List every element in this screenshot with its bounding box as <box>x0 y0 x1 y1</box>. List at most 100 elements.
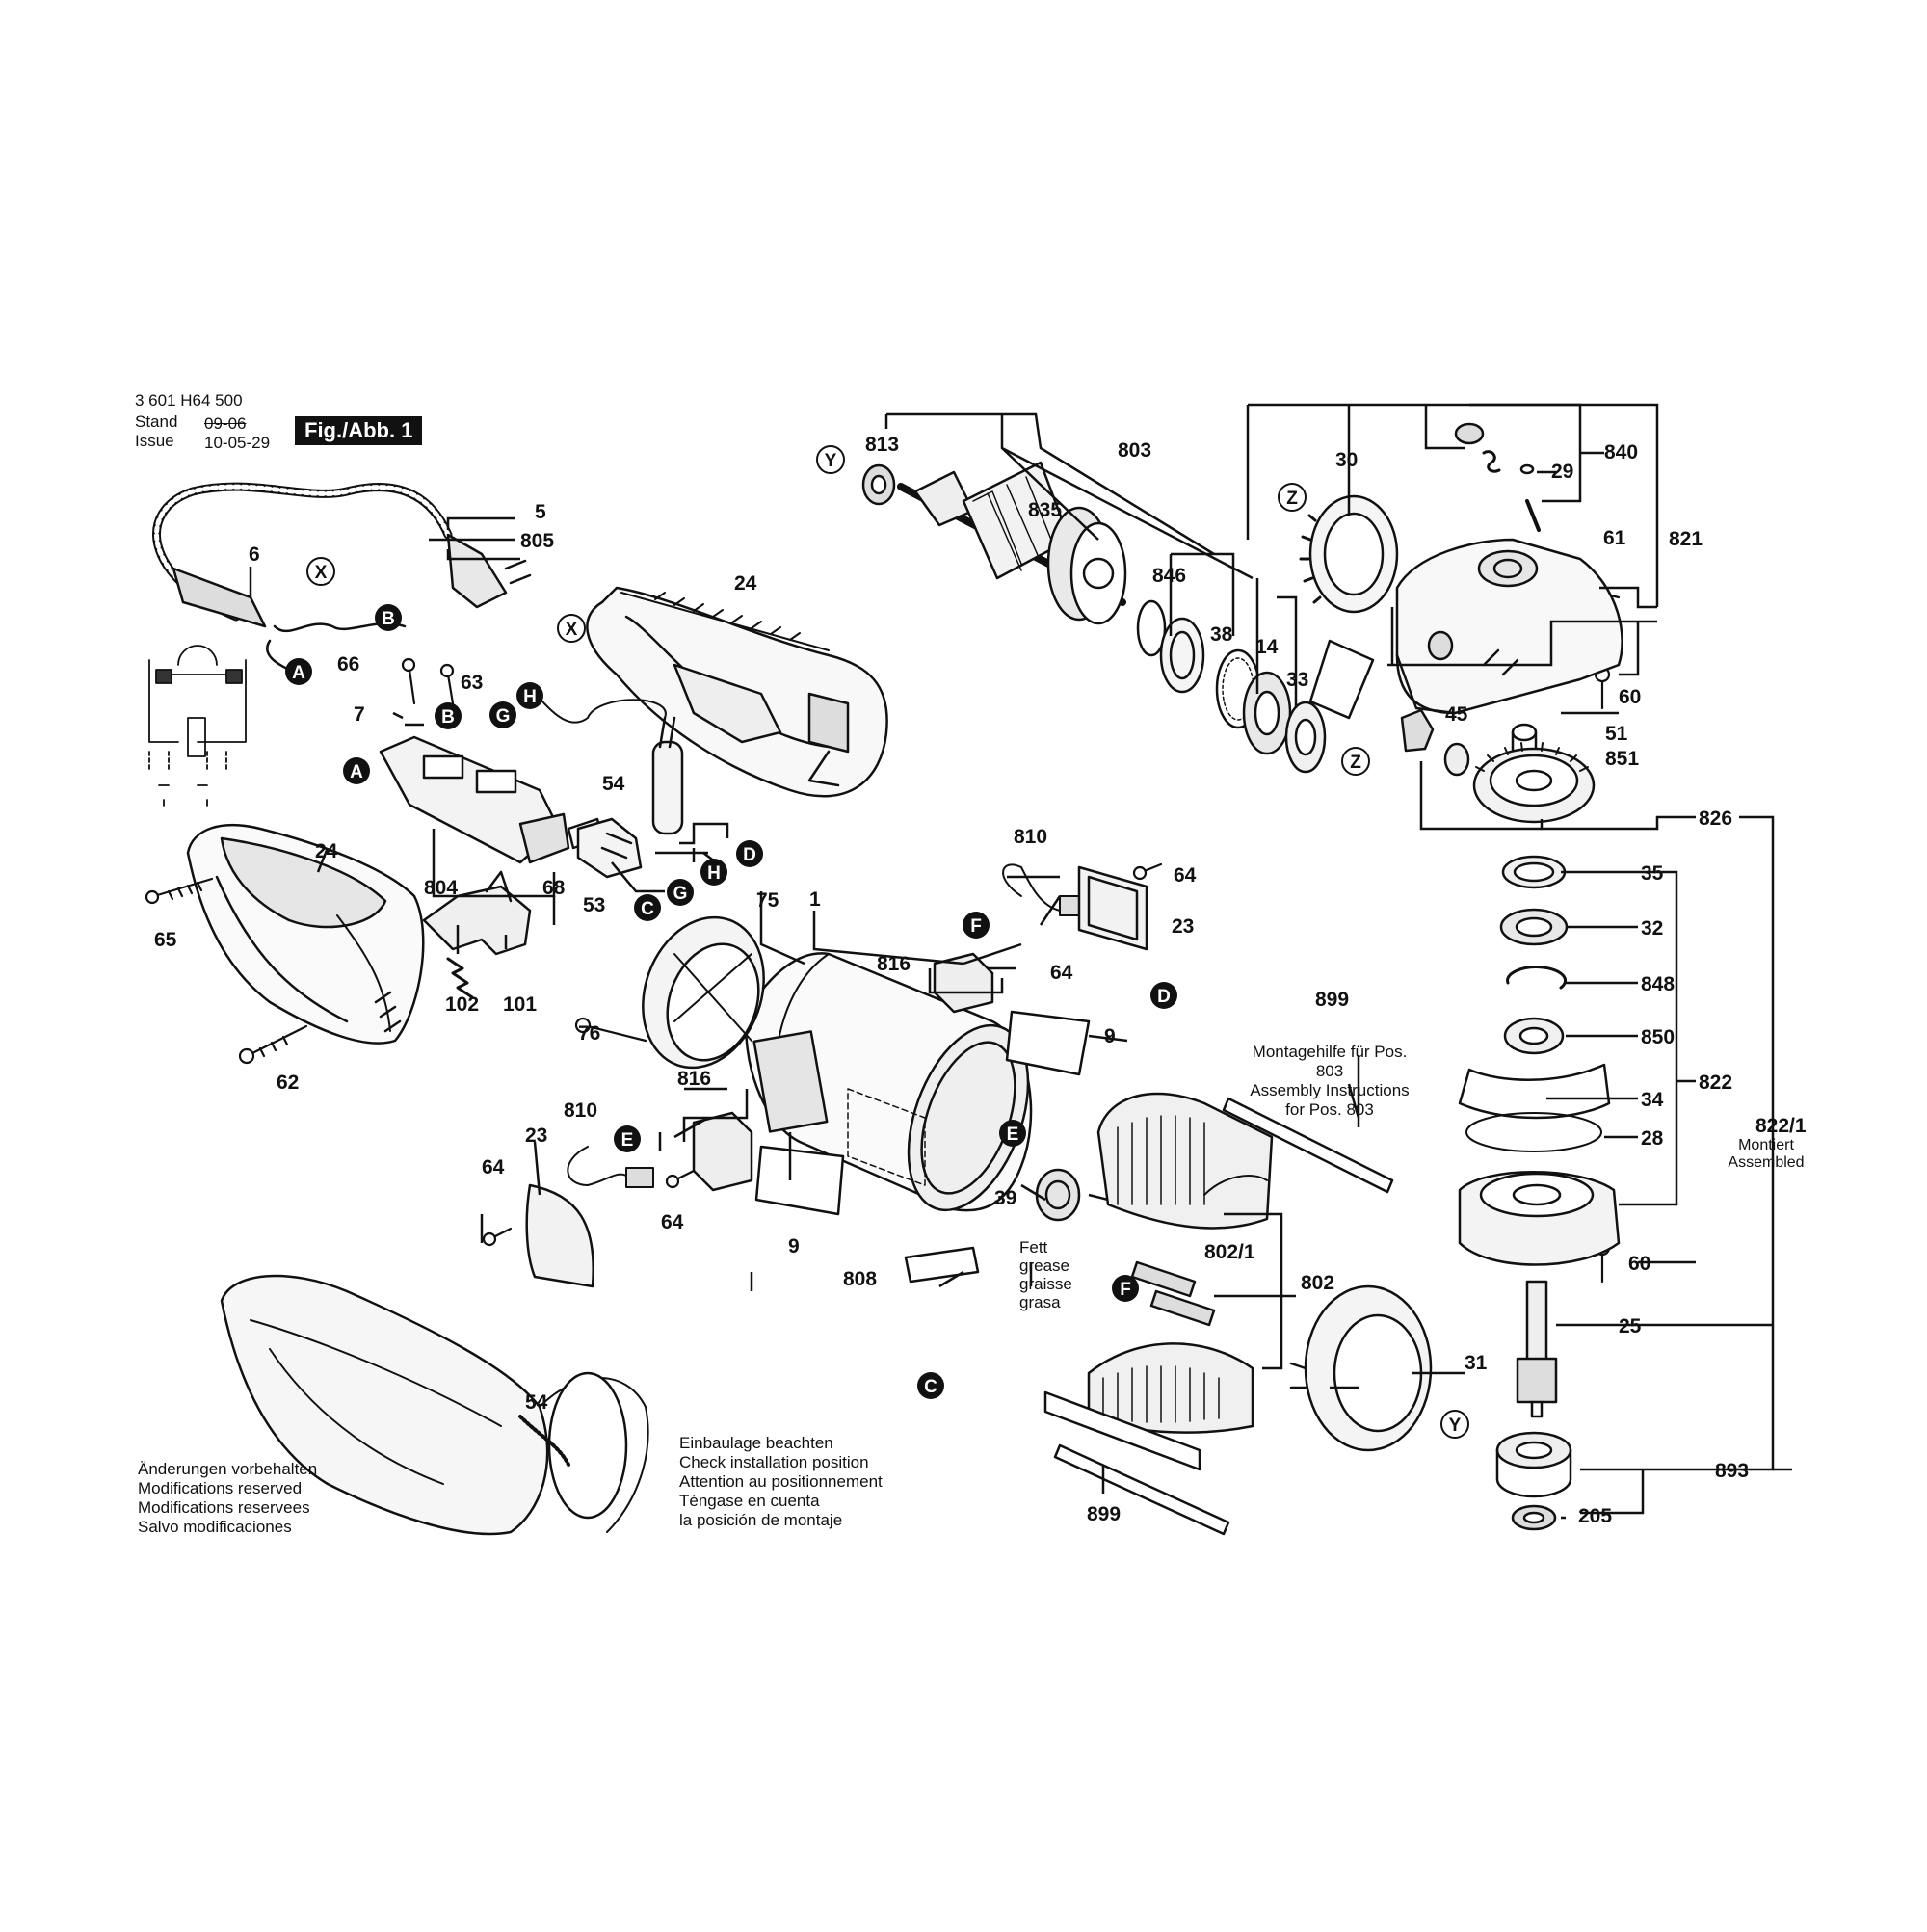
part-label: 810 <box>564 1099 597 1122</box>
part-label: 822 <box>1699 1072 1732 1094</box>
part-label: 30 <box>1335 449 1358 471</box>
needle-bearing <box>1035 1168 1081 1222</box>
air-guide-ring <box>642 915 765 1070</box>
part-label: 31 <box>1465 1352 1488 1374</box>
svg-text:A: A <box>350 762 363 782</box>
gear-housing <box>1395 538 1623 715</box>
svg-text:X: X <box>315 563 328 583</box>
assembly-note: Montagehilfe für Pos. 803 Assembly Instr… <box>1238 1043 1421 1120</box>
part-label: 846 <box>1152 565 1186 587</box>
modifications-note: Änderungen vorbehalten Modifications res… <box>138 1460 317 1537</box>
note-line: graisse <box>1019 1275 1072 1293</box>
part-label: 810 <box>1014 826 1047 848</box>
part-label: 1 <box>809 888 821 911</box>
part-label: 34 <box>1641 1089 1664 1111</box>
part-label: 848 <box>1641 973 1675 995</box>
brush-holder-lower <box>692 1111 753 1192</box>
connector-C-lower: C <box>634 894 661 921</box>
washer-205 <box>1511 1504 1557 1531</box>
part-label: 75 <box>756 889 779 912</box>
carbon-brush-upper <box>1002 863 1088 916</box>
connector-D-field: D <box>1150 982 1177 1009</box>
note-line: Montiert <box>1738 1137 1794 1153</box>
power-cord <box>152 482 532 672</box>
part-label: 6 <box>249 543 260 566</box>
bevel-gear-pinion <box>1299 494 1399 614</box>
clamping-nut-893 <box>1495 1431 1572 1498</box>
connector-C-field: C <box>917 1372 944 1399</box>
part-label: 840 <box>1604 441 1638 463</box>
svg-text:D: D <box>743 845 756 865</box>
connector-E-field: E <box>999 1120 1026 1147</box>
svg-text:C: C <box>924 1377 937 1397</box>
part-label: 63 <box>461 672 483 694</box>
part-label: 23 <box>525 1125 547 1147</box>
connector-B-switch: B <box>435 702 462 729</box>
part-label: 60 <box>1628 1253 1650 1275</box>
part-label: 62 <box>277 1072 299 1094</box>
part-label: 25 <box>1619 1315 1642 1337</box>
note-line: Check installation position <box>679 1453 869 1471</box>
spindle-stack <box>1458 855 1611 1152</box>
svg-text:F: F <box>970 916 982 937</box>
spindle-lock <box>1454 422 1541 532</box>
part-label: 5 <box>535 501 546 523</box>
svg-text:Y: Y <box>825 451 837 471</box>
part-label: 64 <box>482 1156 505 1178</box>
part-label: 822/1 <box>1755 1115 1807 1137</box>
svg-text:B: B <box>441 707 455 728</box>
part-label: 805 <box>520 530 554 552</box>
part-label: 9 <box>788 1235 800 1257</box>
cable-tie-upper <box>1222 1097 1394 1194</box>
connector-X-top: X <box>306 557 335 586</box>
insulation-strip <box>1130 1260 1197 1298</box>
figure-badge: Fig./Abb. 1 <box>295 416 423 445</box>
handle-housing-lower <box>186 824 425 1045</box>
capacitor <box>539 698 684 835</box>
bearings-front <box>1136 599 1327 774</box>
insulation-paper <box>1043 1390 1201 1471</box>
part-label: 66 <box>337 653 359 675</box>
part-label: 826 <box>1699 807 1732 830</box>
stator-field-upper <box>1096 1092 1274 1230</box>
part-label: 821 <box>1669 528 1703 550</box>
part-label: 64 <box>661 1211 684 1233</box>
part-label: 64 <box>1174 864 1197 887</box>
stand-label: Stand <box>135 412 178 431</box>
connector-B-top: B <box>375 604 402 631</box>
svg-text:Z: Z <box>1350 753 1361 773</box>
cover-lower <box>525 1183 594 1288</box>
svg-text:Y: Y <box>1449 1416 1462 1436</box>
part-label: 850 <box>1641 1026 1675 1048</box>
note-line: Modifications reservees <box>138 1498 310 1517</box>
part-label: 24 <box>315 840 338 862</box>
switch-schematic <box>148 645 247 807</box>
lock-on-lever <box>422 870 532 999</box>
svg-text:X: X <box>566 620 578 640</box>
part-label: 835 <box>1028 499 1062 521</box>
part-label: 803 <box>1118 439 1151 462</box>
document-number: 3 601 H64 500 <box>135 391 243 410</box>
armature-rotor <box>897 461 1127 625</box>
svg-text:G: G <box>673 884 688 904</box>
bearing-813 <box>861 463 896 506</box>
connector-D-top: D <box>736 840 763 867</box>
svg-text:G: G <box>496 706 511 727</box>
connector-F-field: F <box>1112 1275 1139 1302</box>
part-numbers: 5 805 6 24 24 66 63 7 54 804 68 53 65 10… <box>154 434 1807 1527</box>
part-label: 802 <box>1301 1272 1334 1294</box>
connector-G-lower: G <box>667 879 694 906</box>
connector-E-brush: E <box>614 1125 641 1152</box>
handle-housing-upper <box>586 586 888 798</box>
grease-pad <box>1308 639 1375 720</box>
carbon-brush-lower <box>567 1146 654 1188</box>
part-label: 101 <box>503 993 537 1016</box>
part-label: 65 <box>154 929 177 951</box>
note-line: Einbaulage beachten <box>679 1434 833 1452</box>
part-label: 61 <box>1603 527 1626 549</box>
stand-date: 09-06 <box>204 414 247 433</box>
svg-text:A: A <box>292 663 305 683</box>
connector-Z-bearing: Z <box>1341 747 1370 776</box>
part-label: 899 <box>1315 989 1349 1011</box>
